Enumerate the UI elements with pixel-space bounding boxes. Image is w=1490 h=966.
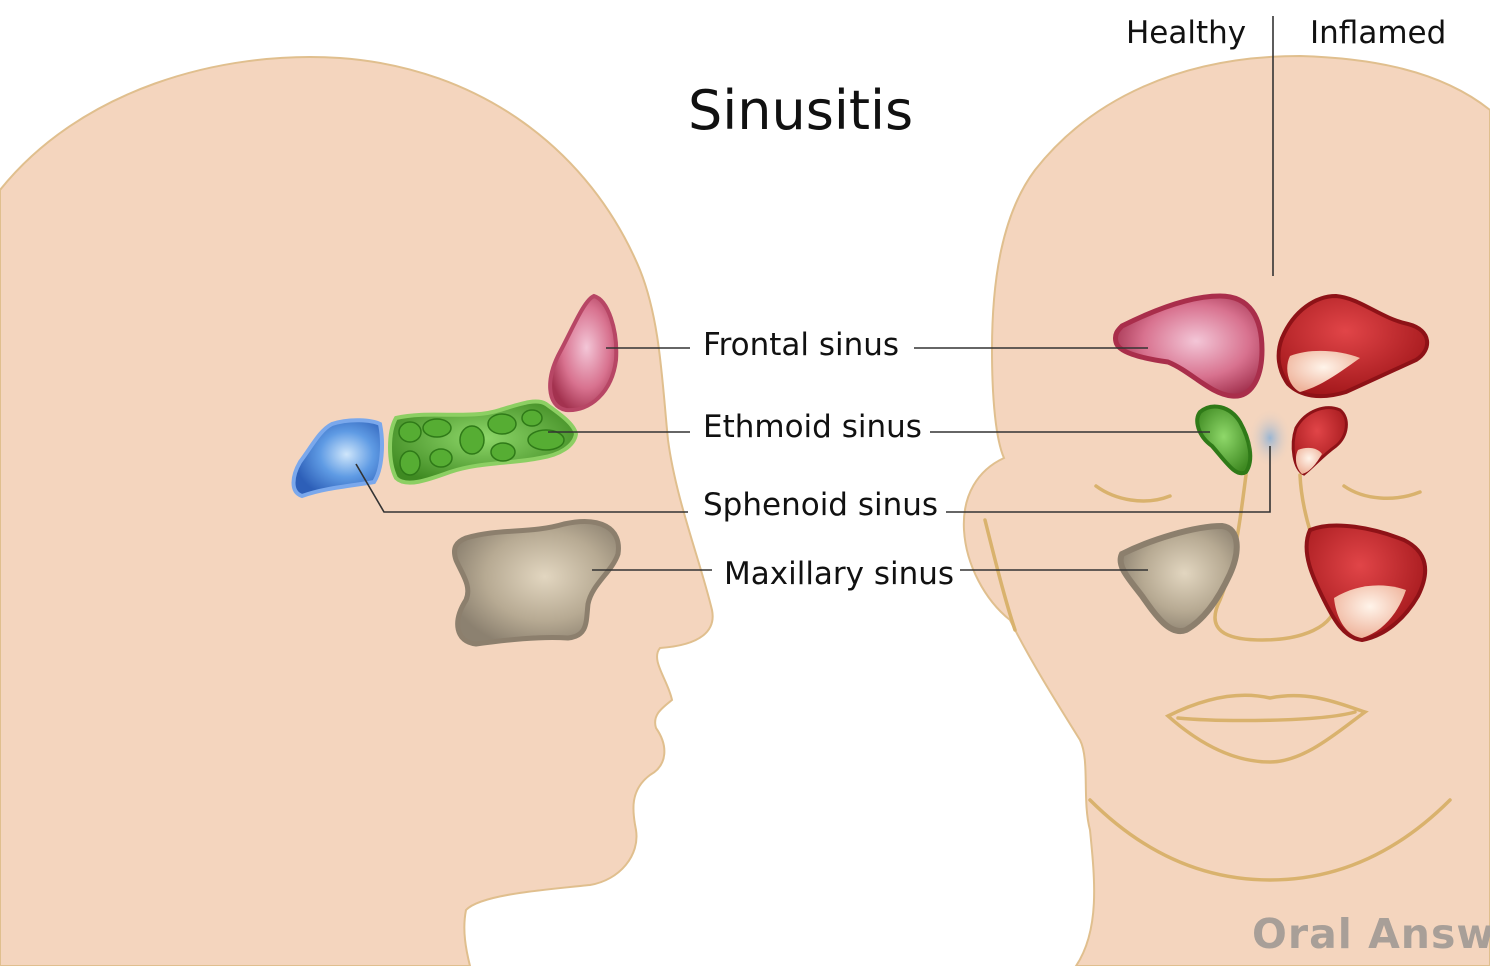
frontal-sinus-profile [548,293,619,413]
ethmoid-air-cells [398,409,565,476]
label-ethmoid-sinus: Ethmoid sinus [703,409,922,445]
profile-head [0,56,714,966]
label-sphenoid-sinus: Sphenoid sinus [703,487,939,523]
maxillary-sinus-healthy [1117,522,1240,635]
column-label-healthy: Healthy [1126,15,1247,51]
frontal-sinus-healthy [1113,293,1265,399]
frontal-sinus-pus [1287,350,1360,392]
sphenoid-leader-right [946,446,1271,513]
sphenoid-sinus-front [1248,408,1292,468]
front-face [962,54,1490,966]
label-maxillary-sinus: Maxillary sinus [724,556,955,592]
ethmoid-sinus-healthy [1195,404,1253,476]
diagram-title: Sinusitis [688,79,914,142]
column-label-inflamed: Inflamed [1310,15,1447,51]
sphenoid-leader-left [355,463,688,513]
watermark: Oral Answe [1252,910,1490,958]
maxillary-sinus-pus [1334,585,1406,638]
label-frontal-sinus: Frontal sinus [703,327,900,363]
ethmoid-sinus-pus [1295,447,1322,474]
sphenoid-sinus-profile [291,418,384,499]
maxillary-sinus-profile [451,519,621,647]
leader-lines [355,16,1274,571]
